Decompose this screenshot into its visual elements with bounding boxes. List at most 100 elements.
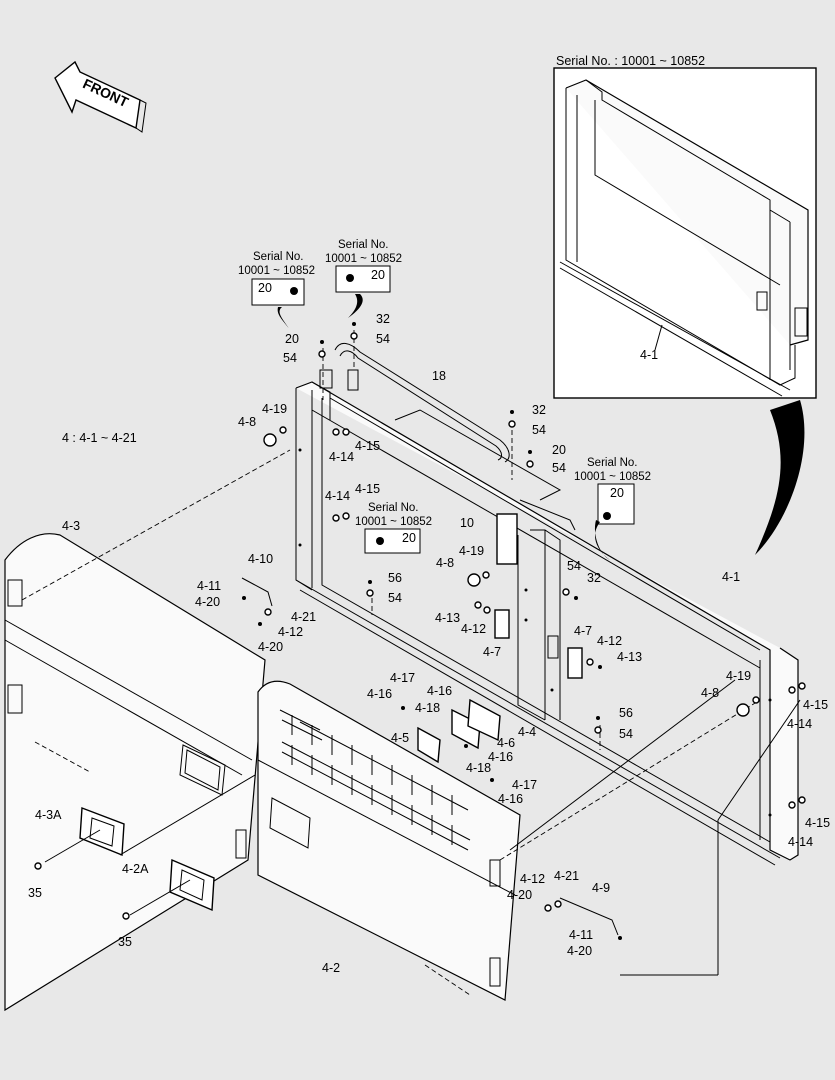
svg-text:Serial No.: Serial No. [253,251,304,263]
inset-pointer-arrow [755,400,805,555]
svg-text:4-7: 4-7 [574,624,592,638]
inset-detail: Serial No. : 10001 ~ 10852 4-1 [553,54,817,399]
svg-text:4-20: 4-20 [567,944,592,958]
main-frame [295,381,799,866]
svg-text:54: 54 [619,727,633,741]
svg-text:10001 ~ 10852: 10001 ~ 10852 [238,265,315,277]
svg-text:4-8: 4-8 [238,415,256,429]
svg-text:54: 54 [552,461,566,475]
svg-text:20: 20 [402,531,416,545]
svg-text:35: 35 [28,886,42,900]
rod-4-9 [559,897,619,936]
front-direction-arrow: FRONT [54,60,147,133]
serial-box-b: Serial No. 10001 ~ 10852 20 [325,239,402,318]
svg-text:4-4: 4-4 [518,725,536,739]
svg-text:4-3: 4-3 [62,519,80,533]
svg-text:4-10: 4-10 [248,552,273,566]
svg-text:35: 35 [118,935,132,949]
svg-text:4-5: 4-5 [391,731,409,745]
inset-serial-label: Serial No. : 10001 ~ 10852 [556,54,705,68]
svg-text:10001 ~ 10852: 10001 ~ 10852 [355,516,432,528]
svg-text:10001 ~ 10852: 10001 ~ 10852 [325,253,402,265]
svg-text:4-12: 4-12 [278,625,303,639]
svg-text:4-17: 4-17 [512,778,537,792]
svg-text:4-16: 4-16 [498,792,523,806]
fasteners [34,322,806,940]
svg-text:4-15: 4-15 [803,698,828,712]
svg-text:4-18: 4-18 [466,761,491,775]
serial-box-d: Serial No. 10001 ~ 10852 20 [574,457,651,560]
svg-text:20: 20 [285,332,299,346]
svg-text:56: 56 [619,706,633,720]
svg-text:4-8: 4-8 [701,686,719,700]
svg-text:4-14: 4-14 [329,450,354,464]
left-door-panel [4,449,291,1012]
svg-text:4-20: 4-20 [195,595,220,609]
svg-text:54: 54 [376,332,390,346]
svg-text:4-13: 4-13 [617,650,642,664]
svg-text:4-19: 4-19 [459,544,484,558]
svg-text:32: 32 [587,571,601,585]
svg-text:4-20: 4-20 [258,640,283,654]
svg-text:20: 20 [610,486,624,500]
part-callouts: 20 54 32 54 18 32 54 20 54 4-19 4-8 4-15… [28,312,830,975]
svg-text:4-6: 4-6 [497,736,515,750]
svg-text:32: 32 [532,403,546,417]
svg-text:4-14: 4-14 [325,489,350,503]
svg-text:4-14: 4-14 [787,717,812,731]
svg-text:4-1: 4-1 [722,570,740,584]
svg-text:32: 32 [376,312,390,326]
svg-text:4-19: 4-19 [262,402,287,416]
svg-text:Serial No.: Serial No. [368,502,419,514]
svg-text:4-21: 4-21 [291,610,316,624]
svg-text:4-11: 4-11 [569,928,593,942]
svg-text:54: 54 [567,559,581,573]
svg-text:4-12: 4-12 [461,622,486,636]
rod-4-10 [241,577,273,607]
svg-text:18: 18 [432,369,446,383]
svg-text:4-2: 4-2 [322,961,340,975]
svg-text:4-16: 4-16 [427,684,452,698]
grab-handle [319,343,510,463]
aggregate-note: 4 : 4-1 ~ 4-21 [62,431,137,445]
svg-text:4-12: 4-12 [597,634,622,648]
svg-text:54: 54 [388,591,402,605]
svg-text:4-15: 4-15 [355,439,380,453]
svg-text:4-17: 4-17 [390,671,415,685]
svg-text:4-21: 4-21 [554,869,579,883]
svg-text:56: 56 [388,571,402,585]
svg-text:4-12: 4-12 [520,872,545,886]
svg-text:Serial No.: Serial No. [338,239,389,251]
svg-text:54: 54 [283,351,297,365]
svg-text:Serial No.: Serial No. [587,457,638,469]
svg-text:4-13: 4-13 [435,611,460,625]
svg-text:4-8: 4-8 [436,556,454,570]
svg-text:4-15: 4-15 [805,816,830,830]
right-door-panel [235,680,761,1001]
svg-text:4-9: 4-9 [592,881,610,895]
svg-text:4-16: 4-16 [367,687,392,701]
serial-box-a: Serial No. 10001 ~ 10852 20 [238,251,315,330]
inset-part-label: 4-1 [640,348,658,362]
serial-box-c: Serial No. 10001 ~ 10852 20 [355,502,432,554]
svg-text:10: 10 [460,516,474,530]
svg-text:4-15: 4-15 [355,482,380,496]
svg-text:20: 20 [258,281,272,295]
svg-text:10001 ~ 10852: 10001 ~ 10852 [574,471,651,483]
svg-text:4-3A: 4-3A [35,808,62,822]
svg-text:4-18: 4-18 [415,701,440,715]
latch-parts [263,433,750,764]
svg-text:20: 20 [371,268,385,282]
svg-text:4-2A: 4-2A [122,862,149,876]
handle-4-2A [129,858,215,916]
svg-text:4-7: 4-7 [483,645,501,659]
svg-text:4-14: 4-14 [788,835,813,849]
svg-text:4-20: 4-20 [507,888,532,902]
svg-text:4-16: 4-16 [488,750,513,764]
svg-text:54: 54 [532,423,546,437]
svg-text:4-11: 4-11 [197,579,221,593]
svg-text:4-19: 4-19 [726,669,751,683]
svg-text:20: 20 [552,443,566,457]
handle-4-3A [44,807,125,863]
